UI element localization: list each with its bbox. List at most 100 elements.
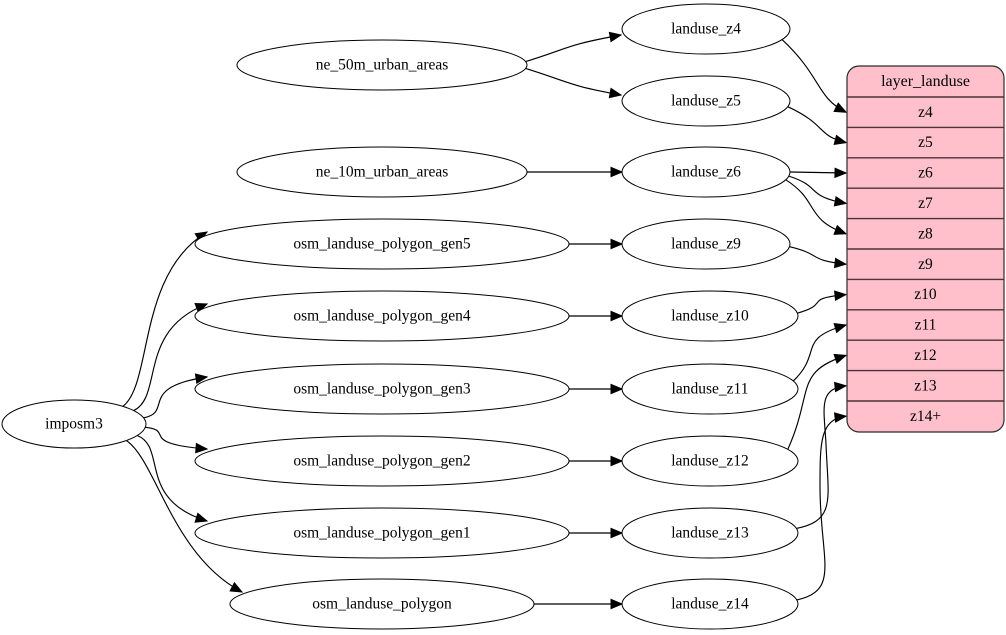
edge-line <box>797 294 847 314</box>
edges-layer <box>122 31 848 610</box>
edge-imposm3-to-osm_landuse_polygon_gen3 <box>143 373 209 419</box>
edge-line <box>781 39 847 113</box>
node-landuse_z14[interactable]: landuse_z14 <box>621 578 799 630</box>
edge-osm_landuse_polygon_gen2-to-landuse_z12 <box>569 455 624 467</box>
edge-landuse_z6-to-table-z7 <box>788 175 848 207</box>
edge-line <box>796 385 847 529</box>
edge-arrowhead <box>610 238 624 250</box>
node-landuse_z13[interactable]: landuse_z13 <box>621 507 799 559</box>
edge-line <box>787 354 847 450</box>
node-landuse_z9[interactable]: landuse_z9 <box>621 218 791 270</box>
node-shape <box>621 363 799 415</box>
node-landuse_z5[interactable]: landuse_z5 <box>621 75 791 127</box>
node-shape <box>621 435 799 487</box>
edge-arrowhead <box>610 527 624 539</box>
layer-landuse-table[interactable]: layer_landusez4z5z6z7z8z9z10z11z12z13z14… <box>846 65 1005 433</box>
edge-landuse_z5-to-table-z5 <box>787 106 848 146</box>
edge-arrowhead <box>610 598 624 610</box>
edge-arrowhead <box>610 166 624 178</box>
node-shape <box>236 39 528 91</box>
edge-arrowhead <box>833 196 848 207</box>
edge-osm_landuse_polygon_gen5-to-landuse_z9 <box>569 238 624 250</box>
edge-arrowhead <box>229 581 244 593</box>
nodes-layer: imposm3 ne_50m_urban_areas ne_10m_urban_ar… <box>1 3 799 630</box>
edge-arrowhead <box>833 224 848 235</box>
node-osm_landuse_polygon[interactable]: osm_landuse_polygon <box>229 578 535 630</box>
edge-ne50m-to-landuse_z4 <box>525 31 623 63</box>
node-shape <box>229 578 535 630</box>
edge-imposm3-to-osm_landuse_polygon_gen5 <box>122 231 209 407</box>
edge-arrowhead <box>610 455 624 467</box>
node-landuse_z11[interactable]: landuse_z11 <box>621 363 799 415</box>
node-shape <box>621 507 799 559</box>
edge-line <box>122 231 208 407</box>
edge-arrowhead <box>194 373 209 384</box>
edge-line <box>785 179 847 235</box>
node-landuse_z10[interactable]: landuse_z10 <box>621 290 799 342</box>
edge-arrowhead <box>834 290 848 302</box>
node-osm_landuse_polygon_gen1[interactable]: osm_landuse_polygon_gen1 <box>194 507 570 559</box>
node-shape <box>194 507 570 559</box>
node-landuse_z6[interactable]: landuse_z6 <box>621 146 791 198</box>
edge-arrowhead <box>610 383 624 395</box>
node-shape <box>194 435 570 487</box>
node-shape <box>194 218 570 270</box>
node-osm_landuse_polygon_gen3[interactable]: osm_landuse_polygon_gen3 <box>194 363 570 415</box>
edge-arrowhead <box>833 412 848 423</box>
edge-landuse_z14-to-table-z14plus <box>796 412 848 601</box>
edge-imposm3-to-osm_landuse_polygon_gen1 <box>136 434 209 523</box>
edge-arrowhead <box>833 134 848 146</box>
edge-landuse_z12-to-table-z12 <box>787 353 848 450</box>
node-ne_50m_urban_areas[interactable]: ne_50m_urban_areas <box>236 39 528 91</box>
node-shape <box>194 290 570 342</box>
edge-arrowhead <box>195 442 209 454</box>
edge-line <box>796 415 847 601</box>
node-shape <box>621 146 791 198</box>
edge-osm_landuse_polygon-to-landuse_z14 <box>534 598 624 610</box>
edge-line <box>126 440 243 593</box>
edge-landuse_z6-to-table-z6 <box>789 167 848 179</box>
node-imposm3[interactable]: imposm3 <box>1 399 147 449</box>
node-shape <box>621 75 791 127</box>
node-landuse_z12[interactable]: landuse_z12 <box>621 435 799 487</box>
edge-ne_10m_urban_areas-to-landuse_z6 <box>527 166 624 178</box>
edge-landuse_z11-to-table-z11 <box>792 322 848 382</box>
edge-line <box>792 324 847 382</box>
edge-imposm3-to-osm_landuse_polygon_gen2 <box>145 426 209 454</box>
node-shape <box>621 3 791 55</box>
edge-arrowhead <box>608 87 623 99</box>
node-osm_landuse_polygon_gen5[interactable]: osm_landuse_polygon_gen5 <box>194 218 570 270</box>
edge-line <box>525 67 622 96</box>
edge-landuse_z10-to-table-z10 <box>797 290 848 314</box>
node-shape <box>621 578 799 630</box>
edge-arrowhead <box>194 512 209 523</box>
edge-arrowhead <box>194 303 209 314</box>
edge-landuse_z13-to-table-z13 <box>796 381 848 529</box>
edge-line <box>136 434 208 522</box>
edge-arrowhead <box>833 381 848 393</box>
edge-line <box>525 34 622 63</box>
edge-arrowhead <box>833 322 848 334</box>
edge-arrowhead <box>608 31 623 43</box>
node-osm_landuse_polygon_gen4[interactable]: osm_landuse_polygon_gen4 <box>194 290 570 342</box>
edge-osm_landuse_polygon_gen1-to-landuse_z13 <box>569 527 624 539</box>
node-osm_landuse_polygon_gen2[interactable]: osm_landuse_polygon_gen2 <box>194 435 570 487</box>
edge-landuse_z9-to-table-z9 <box>789 246 848 269</box>
edge-line <box>145 426 208 450</box>
node-shape <box>621 290 799 342</box>
edge-arrowhead <box>834 167 848 179</box>
edge-arrowhead <box>833 257 848 269</box>
node-ne_10m_urban_areas[interactable]: ne_10m_urban_areas <box>236 146 528 198</box>
node-shape <box>621 218 791 270</box>
edge-arrowhead <box>833 102 848 113</box>
edge-imposm3-to-osm_landuse_polygon <box>126 440 244 593</box>
node-landuse_z4[interactable]: landuse_z4 <box>621 3 791 55</box>
node-shape <box>236 146 528 198</box>
edge-ne50m-to-landuse_z5 <box>525 67 623 99</box>
edge-landuse_z4-to-table-z4 <box>781 39 848 113</box>
edge-line <box>143 376 208 419</box>
edge-osm_landuse_polygon_gen3-to-landuse_z11 <box>569 383 624 395</box>
edge-arrowhead <box>610 310 624 322</box>
